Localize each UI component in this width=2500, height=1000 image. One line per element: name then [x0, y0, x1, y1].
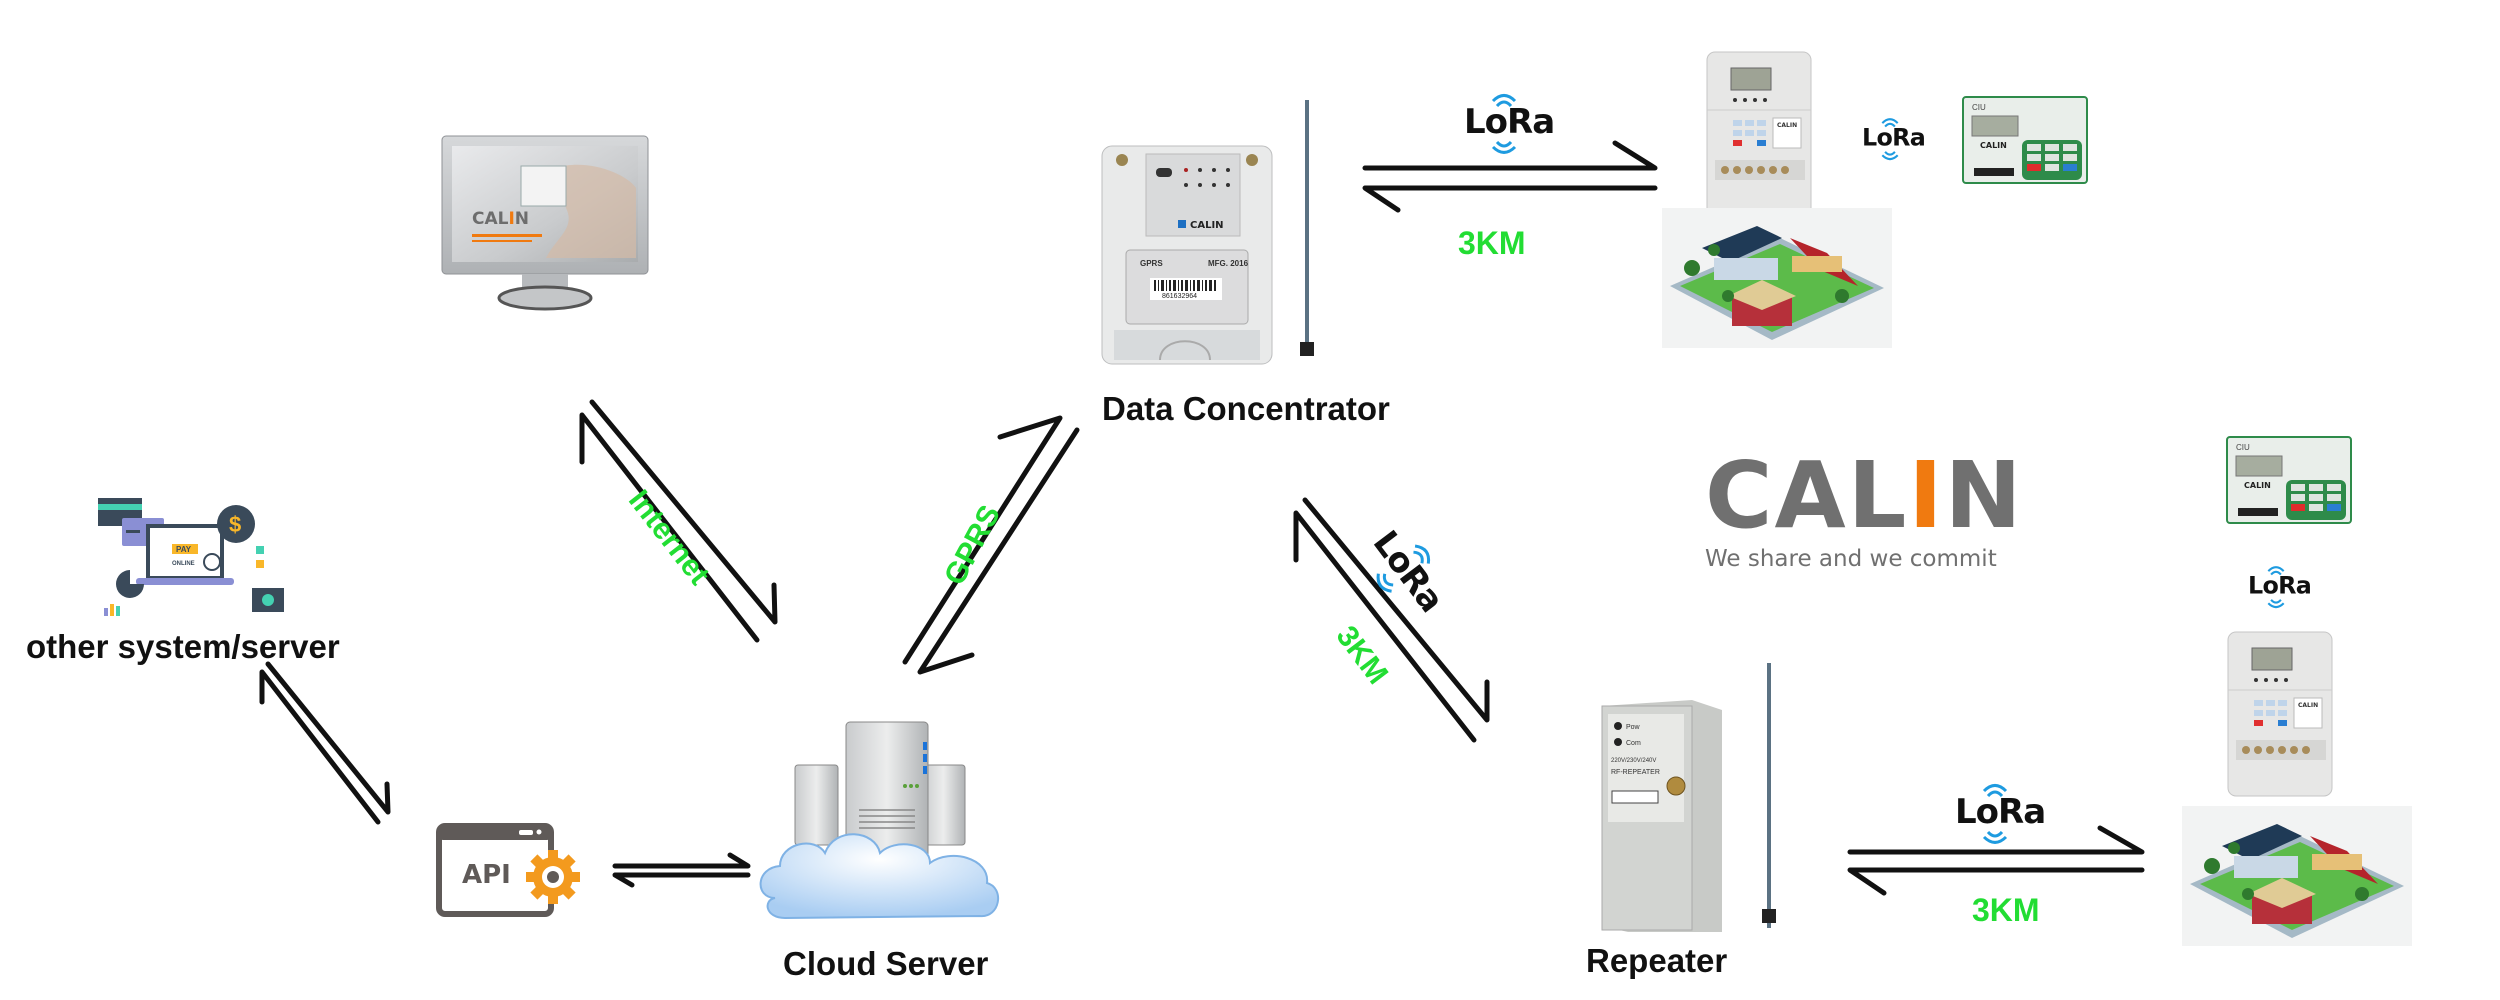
svg-text:Com: Com	[1626, 740, 1641, 747]
arrow-up-left	[1293, 510, 1477, 743]
svg-text:220V/230V/240V: 220V/230V/240V	[1611, 758, 1656, 764]
houses-illustration-icon	[1662, 208, 1892, 348]
lora-ciu-bottom-badge: LoRa	[2248, 562, 2325, 611]
api-gear-icon	[436, 823, 580, 917]
svg-text:CALIN: CALIN	[1777, 122, 1797, 129]
ciu-keypad-icon: CIU CALIN	[1962, 96, 2088, 184]
arrow-down-right	[589, 399, 778, 625]
arrow-right	[1362, 140, 1658, 171]
lora-waves-icon	[1491, 94, 1517, 154]
concentrator-meter-icon: CALIN GPRS MFG. 2016 861632964	[1101, 145, 1273, 365]
lora-waves-icon	[1376, 544, 1431, 593]
data-concentrator-label: Data Concentrator	[1102, 390, 1390, 427]
arrow-down-right	[265, 661, 391, 815]
lora-top-arrow-pair	[1362, 140, 1658, 213]
svg-text:MFG. 2016: MFG. 2016	[1208, 259, 1249, 268]
arrow-right	[612, 852, 751, 869]
repeater-device[interactable]: Pow Com 220V/230V/240V RF-REPEATER	[1598, 696, 1722, 936]
api-module[interactable]: API	[435, 822, 581, 918]
smart-meter-bottom[interactable]: CALIN	[2226, 630, 2336, 798]
other-system-label: other system/server	[26, 628, 340, 665]
arrow-right	[1847, 825, 2145, 855]
lora-bottom-distance: 3KM	[1972, 892, 2040, 928]
lora-bottom-badge: LoRa	[1955, 778, 2065, 848]
concentrator-antenna	[1300, 100, 1314, 366]
repeater-antenna	[1762, 663, 1776, 933]
lora-waves-icon	[1982, 784, 2008, 844]
three-phase-meter-icon: CALIN	[1706, 51, 1812, 217]
arrow-down-right	[1302, 497, 1490, 723]
arrow-left	[1362, 185, 1658, 213]
lora-bottom-arrow-pair	[1847, 825, 2145, 896]
lora-diag-arrow-pair	[1293, 497, 1490, 743]
data-concentrator-device[interactable]: CALIN GPRS MFG. 2016 861632964	[1100, 140, 1275, 368]
monitor-workstation[interactable]: CALIN	[436, 128, 656, 320]
api-text: API	[462, 860, 511, 890]
arrow-down-left	[917, 427, 1080, 675]
svg-text:CALIN: CALIN	[1190, 220, 1224, 231]
internet-arrow-pair	[579, 399, 778, 643]
lora-waves-icon	[1881, 118, 1899, 161]
arrow-left	[1847, 867, 2145, 896]
svg-text:PAY: PAY	[176, 545, 192, 554]
svg-text:ONLINE: ONLINE	[172, 561, 195, 567]
cloud-server-label: Cloud Server	[783, 945, 989, 982]
svg-text:CALIN: CALIN	[1980, 141, 2007, 150]
svg-text:Pow: Pow	[1626, 724, 1641, 731]
repeater-label: Repeater	[1586, 942, 1728, 979]
svg-text:$: $	[229, 512, 241, 537]
other-system-illustration[interactable]: PAY ONLINE $	[90, 490, 300, 620]
calin-tagline: We share and we commit	[1705, 546, 1997, 572]
cloud-server-icon	[759, 721, 1000, 920]
lora-waves-icon	[2267, 566, 2285, 609]
houses-illustration-icon	[2182, 806, 2412, 946]
gprs-arrow-pair	[902, 415, 1080, 675]
payment-online-icon: PAY ONLINE $	[98, 498, 284, 616]
cloud-server-illustration[interactable]	[755, 718, 1005, 928]
svg-text:CALIN: CALIN	[2298, 702, 2318, 709]
three-phase-meter-icon: CALIN	[2227, 631, 2333, 797]
neighborhood-bottom	[2182, 806, 2412, 946]
calin-wordmark: CALIN	[1705, 442, 2024, 549]
svg-text:CIU: CIU	[1972, 103, 1986, 112]
smart-meter-top[interactable]: CALIN	[1705, 50, 1815, 218]
ciu-keypad-icon: CIU CALIN	[2226, 436, 2352, 524]
ciu-keypad-bottom[interactable]: CIU CALIN	[2226, 436, 2352, 524]
arrow-up-right	[902, 415, 1063, 665]
lora-top-badge: LoRa	[1464, 88, 1574, 158]
other-api-arrow-pair	[259, 661, 391, 825]
api-cloud-arrow-pair	[612, 852, 751, 888]
rf-repeater-icon: Pow Com 220V/230V/240V RF-REPEATER	[1601, 700, 1722, 932]
monitor-icon: CALIN	[441, 135, 649, 311]
svg-text:CIU: CIU	[2236, 443, 2250, 452]
arrow-up-left	[579, 412, 760, 643]
calin-logo: CALIN We share and we commit	[1705, 442, 2024, 573]
svg-text:GPRS: GPRS	[1140, 259, 1163, 268]
svg-text:861632964: 861632964	[1162, 293, 1197, 300]
arrow-left	[612, 872, 751, 888]
svg-text:CALIN: CALIN	[472, 209, 529, 229]
arrow-up-left	[259, 669, 381, 825]
svg-text:RF-REPEATER: RF-REPEATER	[1611, 769, 1660, 776]
ciu-keypad-top[interactable]: CIU CALIN	[1962, 96, 2088, 184]
svg-text:CALIN: CALIN	[2244, 481, 2271, 490]
lora-top-distance: 3KM	[1458, 225, 1526, 261]
lora-ciu-top-badge: LoRa	[1862, 114, 1939, 163]
neighborhood-top	[1662, 208, 1892, 348]
lora-diag-badge: LoRa	[1352, 515, 1474, 645]
